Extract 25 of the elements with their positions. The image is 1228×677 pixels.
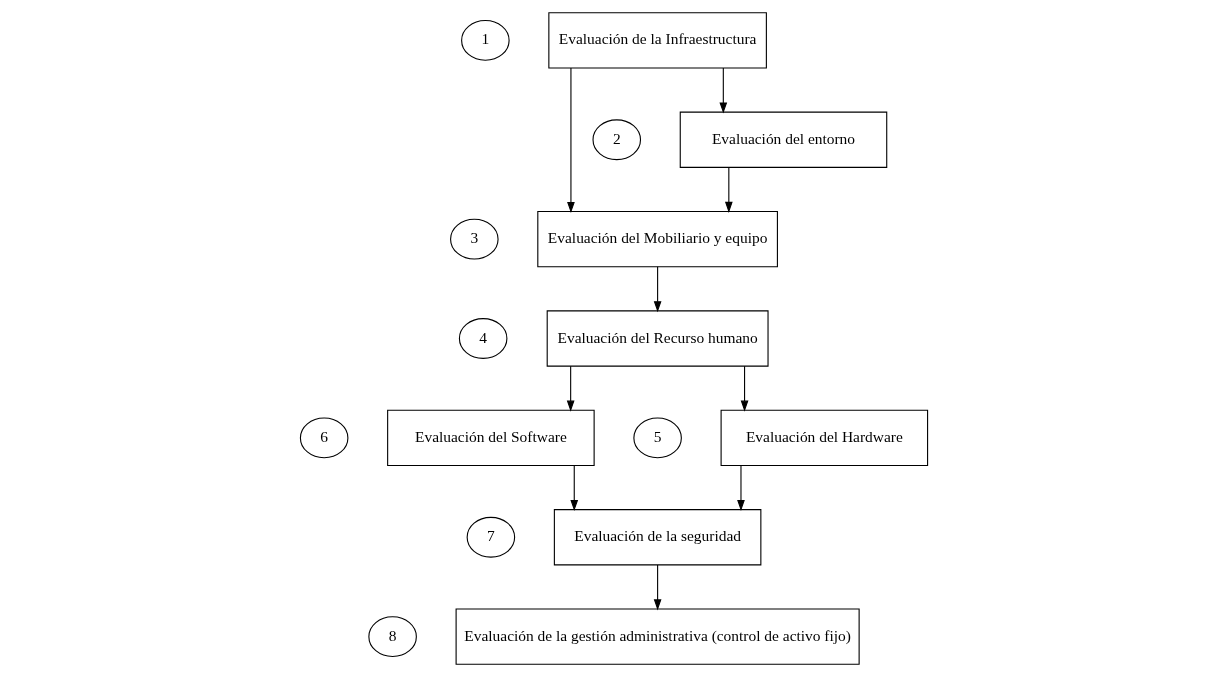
- arrow: [724, 166, 733, 213]
- arrow: [740, 365, 749, 412]
- arrow: [719, 67, 728, 114]
- arrow: [570, 465, 579, 512]
- node-ellipse: 5: [633, 417, 682, 459]
- arrow: [566, 365, 575, 412]
- node-ellipse: 6: [299, 417, 349, 459]
- node-box: Evaluación del Hardware: [720, 409, 929, 467]
- arrow: [653, 266, 662, 313]
- node-box: Evaluación del Mobiliario y equipo: [537, 210, 778, 268]
- node-box: Evaluación de la seguridad: [553, 509, 762, 566]
- arrow: [653, 564, 662, 611]
- node-ellipse: 8: [368, 616, 417, 658]
- node-ellipse: 4: [458, 318, 508, 359]
- node-ellipse: 3: [450, 218, 499, 260]
- node-ellipse: 7: [466, 516, 516, 558]
- node-ellipse: 2: [592, 119, 642, 161]
- node-box: Evaluación del Recurso humano: [546, 310, 769, 367]
- node-box: Evaluación de la Infraestructura: [548, 12, 767, 69]
- node-box: Evaluación del Software: [387, 409, 595, 467]
- arrow: [737, 465, 745, 512]
- node-box: Evaluación del entorno: [679, 111, 888, 168]
- node-ellipse: 1: [461, 19, 510, 61]
- arrow: [567, 67, 575, 214]
- node-box: Evaluación de la gestión administrativa (control de activo fijo): [455, 608, 860, 665]
